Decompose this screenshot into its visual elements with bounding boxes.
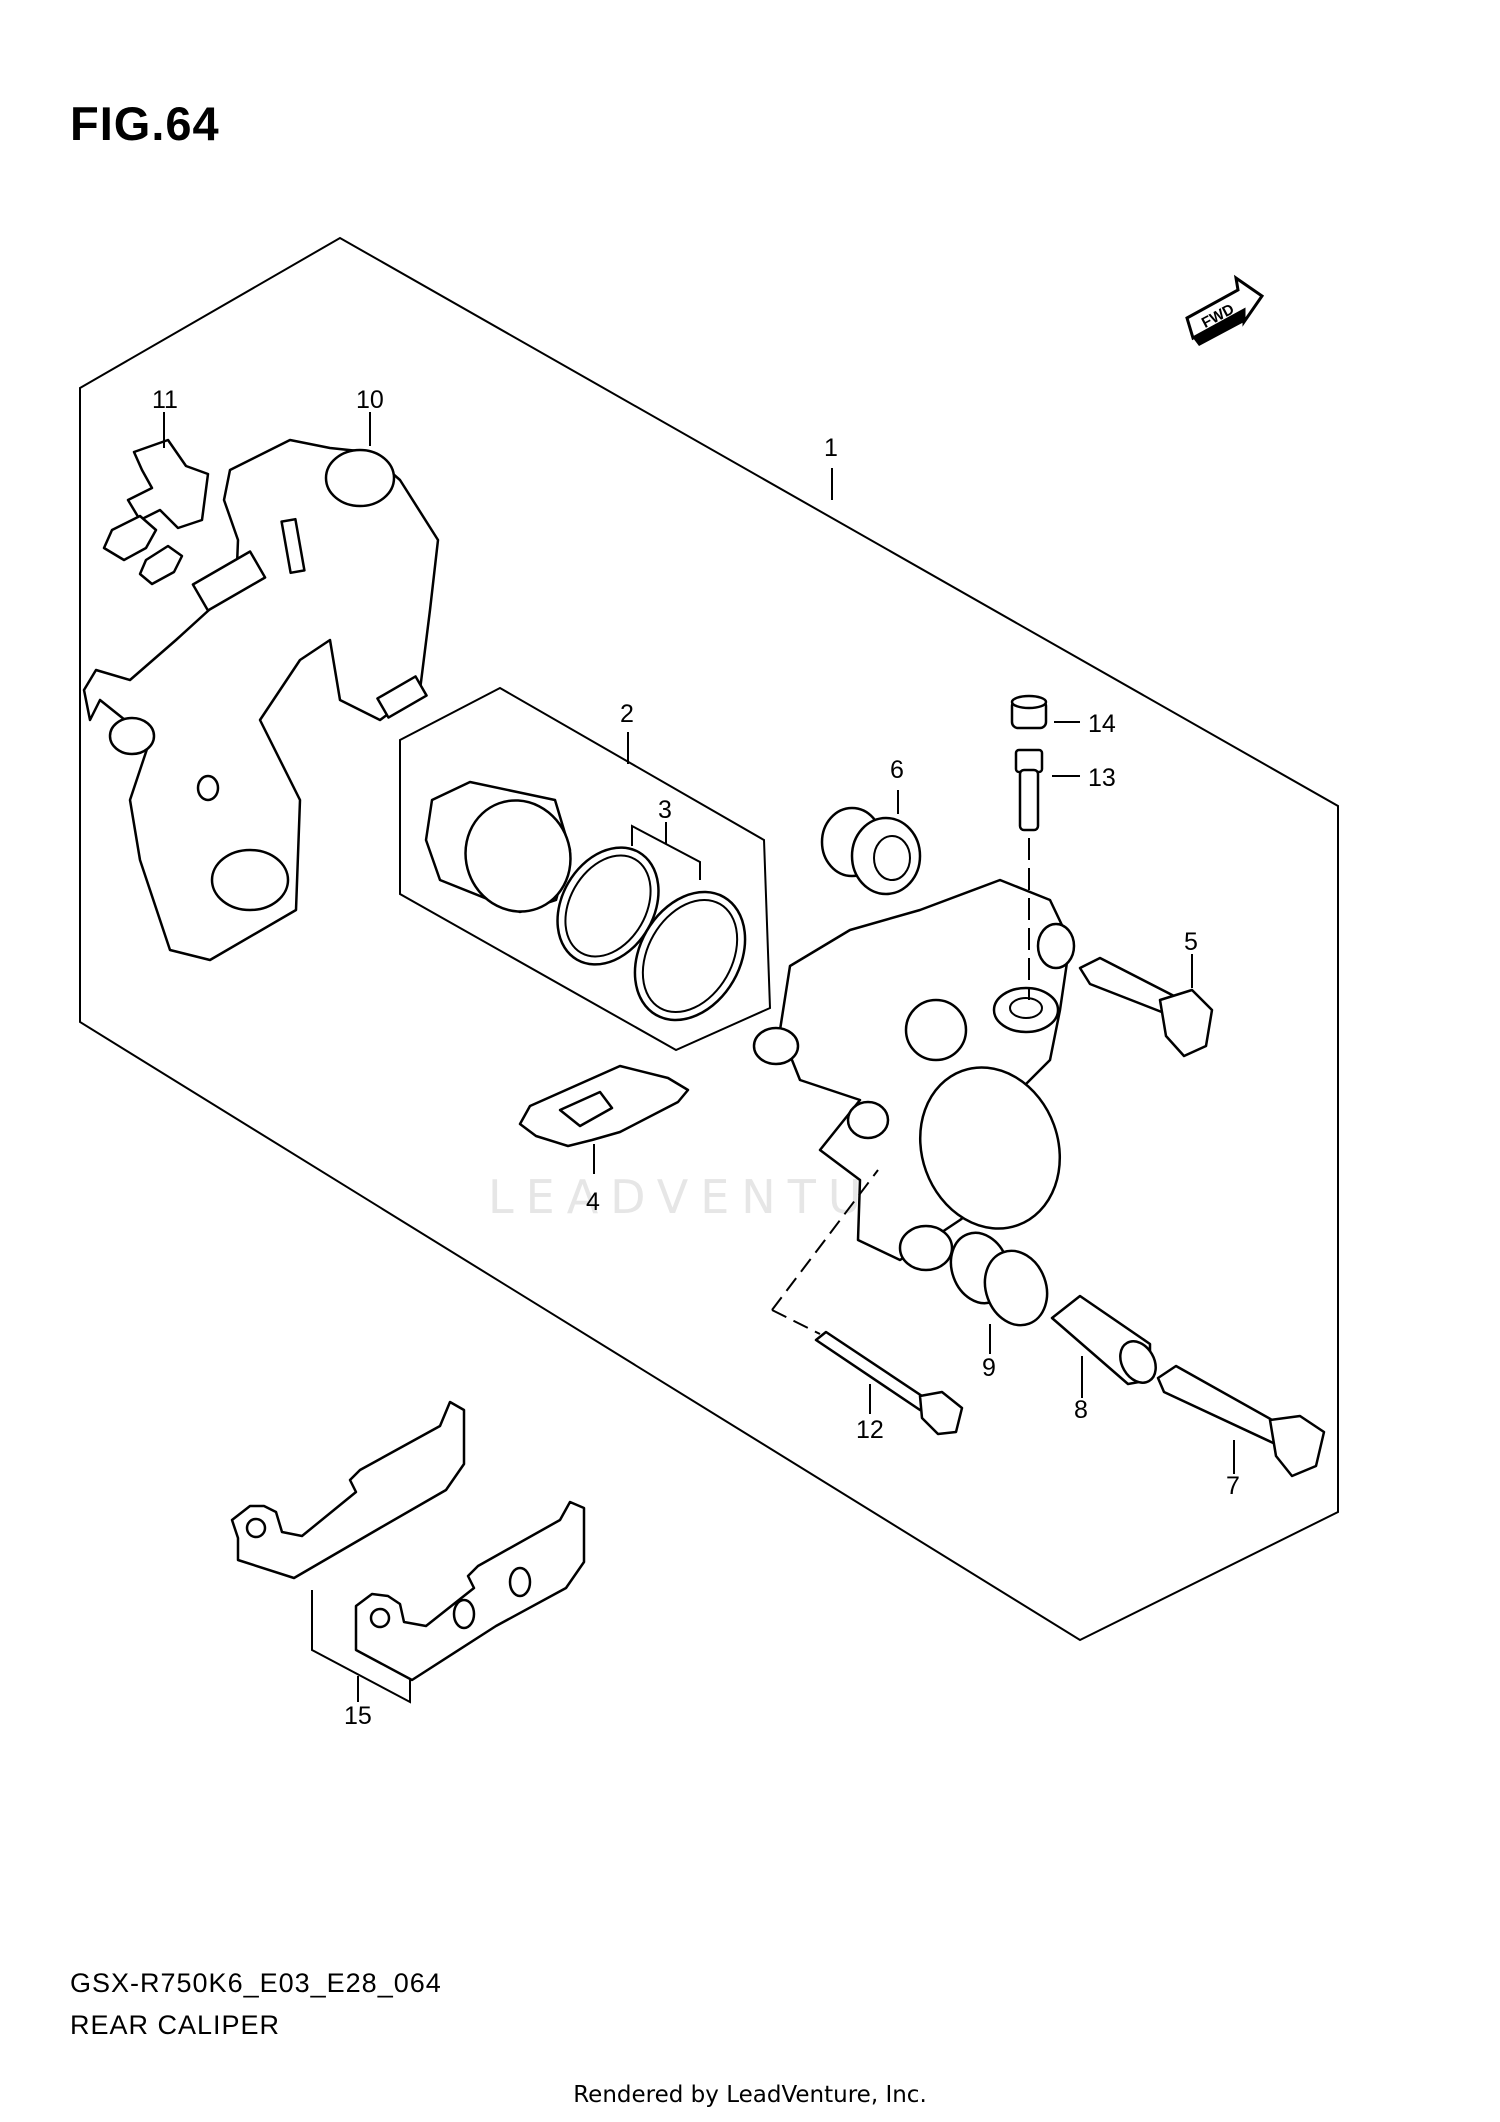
callout-7: 7 [1226,1472,1240,1500]
part-6-dust-boot [820,806,922,896]
axis-line-pin [771,1309,821,1335]
piston-subassembly-box [399,686,772,1052]
part-3-piston-seals [556,846,747,1022]
rendered-by-footer: Rendered by LeadVenture, Inc. [573,2082,927,2108]
callout-13: 13 [1088,764,1116,792]
part-13-bleeder-screw [1014,748,1044,832]
callout-9: 9 [982,1354,996,1382]
diagram-code: GSX-R750K6_E03_E28_064 [70,1968,442,1998]
callout-1: 1 [824,434,838,462]
leader-bracket-15 [311,1590,411,1704]
callout-14: 14 [1088,710,1116,738]
part-1-caliper-body [752,878,1076,1272]
axis-line-pin-2 [771,1169,879,1311]
part-5-caliper-bolt [1078,956,1214,1058]
callout-6: 6 [890,756,904,784]
callout-10: 10 [356,386,384,414]
callout-15: 15 [344,1702,372,1730]
callout-2: 2 [620,700,634,728]
callout-3: 3 [658,796,672,824]
callout-4: 4 [586,1188,600,1216]
assembly-outline [79,236,1339,1642]
part-14-bleeder-cap [1010,694,1048,730]
part-11-clip-spring [102,438,210,586]
part-8-sleeve [1050,1294,1157,1386]
fwd-arrow-icon: FWD [1185,274,1265,346]
part-10-caliper-bracket [82,438,440,962]
diagram-name: REAR CALIPER [70,2010,281,2040]
callout-11: 11 [152,386,178,414]
callout-5: 5 [1184,928,1198,956]
callout-12: 12 [856,1416,884,1444]
callout-8: 8 [1074,1396,1088,1424]
part-2-piston [424,780,572,914]
part-12-pad-pin [814,1330,964,1436]
part-7-mounting-bolt [1156,1364,1326,1478]
figure-title: FIG.64 [70,97,220,150]
part-9-pin-boot [949,1231,1049,1327]
part-4-pad-spring [518,1064,690,1148]
part-15-brake-pads [230,1400,586,1682]
